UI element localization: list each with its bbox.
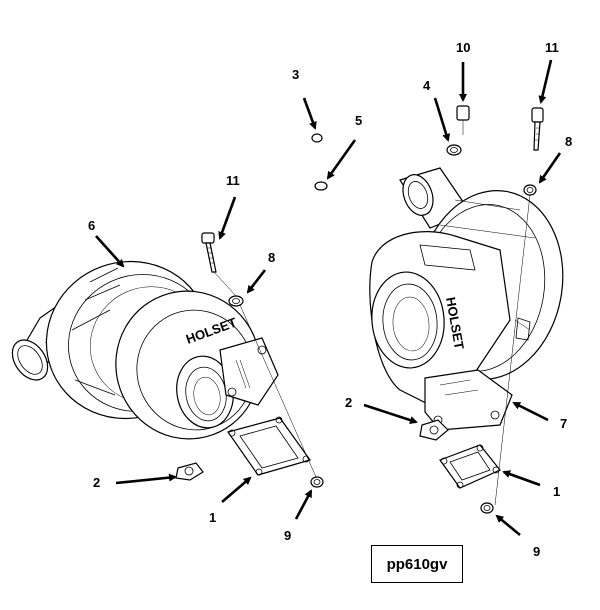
arrow-9-right (495, 514, 521, 537)
callout-8-right: 8 (565, 134, 572, 149)
reference-code-box: pp610gv (371, 545, 463, 583)
right-turbocharger: HOLSET (369, 167, 564, 431)
right-nut-9 (480, 502, 494, 514)
arrow-11-left (218, 196, 237, 240)
callout-5: 5 (355, 113, 362, 128)
callout-9-right: 9 (533, 544, 540, 559)
arrow-1-right (502, 470, 541, 487)
right-sleeve-8 (494, 184, 537, 506)
callout-11-right: 11 (545, 40, 559, 55)
arrow-4 (433, 97, 451, 142)
right-gasket-2 (419, 419, 449, 441)
callout-1-left: 1 (209, 510, 216, 525)
callout-labels: 6 11 8 3 5 4 10 11 8 2 1 9 2 7 1 9 (88, 40, 572, 559)
o-ring-5 (314, 181, 328, 191)
callout-2-left: 2 (93, 475, 100, 490)
left-turbocharger: HOLSET (11, 260, 279, 440)
callout-8-left: 8 (268, 250, 275, 265)
right-bolt-10 (456, 105, 470, 135)
callout-2-right: 2 (345, 395, 352, 410)
left-gasket-1 (227, 416, 311, 476)
reference-code: pp610gv (386, 555, 448, 573)
callout-7: 7 (560, 416, 567, 431)
callout-1-right: 1 (553, 484, 560, 499)
arrow-7 (512, 401, 549, 422)
arrow-2-right (363, 403, 418, 424)
left-sleeve-8 (228, 295, 244, 307)
callout-11-left: 11 (226, 173, 240, 188)
arrow-2-left (115, 473, 177, 485)
left-nut-9 (239, 304, 324, 488)
arrow-1-left (221, 476, 252, 503)
arrow-11-right (538, 59, 553, 104)
arrow-8-right (538, 152, 562, 184)
arrow-5 (326, 139, 357, 180)
arrow-3 (302, 97, 317, 130)
left-turbine-flange (219, 337, 279, 406)
left-turbine-housing: HOLSET (115, 290, 261, 440)
right-actuator-fitting (515, 317, 531, 341)
callout-4: 4 (423, 78, 431, 93)
right-gasket-1 (439, 444, 501, 489)
callout-3: 3 (292, 67, 299, 82)
right-turbine-flange (424, 369, 513, 431)
o-ring-3 (311, 133, 323, 143)
arrow-8-left (246, 269, 267, 294)
arrow-9-left (294, 489, 313, 520)
callout-9-left: 9 (284, 528, 291, 543)
right-washer-4 (446, 144, 462, 156)
callout-6: 6 (88, 218, 95, 233)
left-gasket-2 (175, 462, 204, 481)
right-bolt-11 (531, 107, 544, 151)
arrow-6 (95, 235, 125, 268)
callout-arrows (95, 59, 562, 537)
right-turbine-housing: HOLSET (369, 231, 511, 411)
callout-10: 10 (456, 40, 470, 55)
left-bolt (201, 232, 237, 297)
